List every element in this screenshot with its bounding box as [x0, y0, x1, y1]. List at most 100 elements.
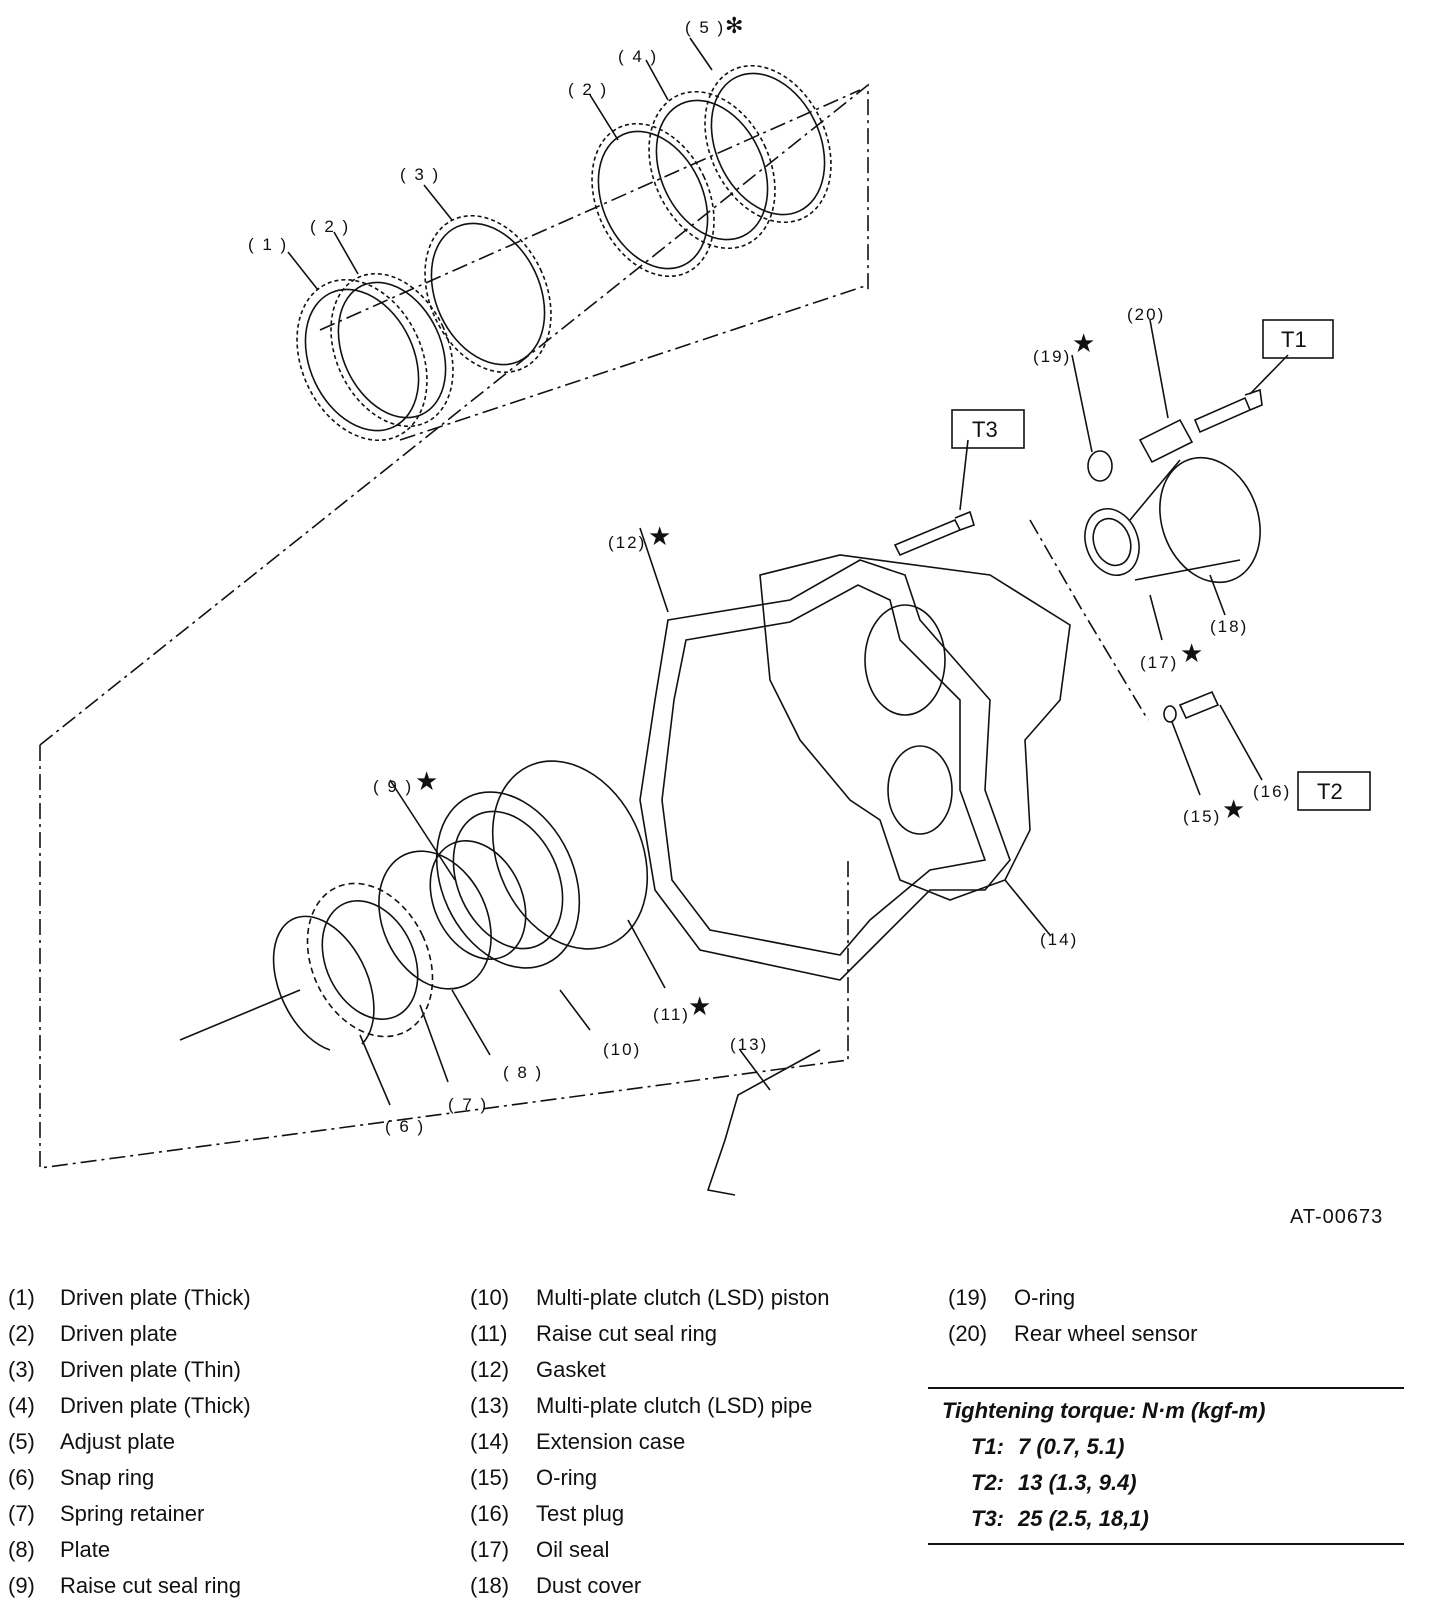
legend-item: (8)Plate — [8, 1532, 251, 1568]
legend-item: (10) Multi-plate clutch (LSD) piston — [470, 1280, 829, 1316]
legend-column-1: (1)Driven plate (Thick) (2)Driven plate … — [8, 1280, 251, 1604]
driven-plate-thick-4 — [648, 90, 776, 250]
axis-line-lower — [399, 284, 869, 441]
torque-box-t1 — [1262, 319, 1334, 359]
legend-item: (15)O-ring — [470, 1460, 829, 1496]
callout-20: (20) — [1127, 305, 1165, 324]
legend-item: (12) Gasket — [470, 1352, 829, 1388]
torque-box-t2 — [1297, 771, 1371, 811]
dust-cover-18 — [1159, 456, 1261, 584]
callout-4: ( 4 ) — [618, 47, 658, 66]
bolt-t3 — [893, 510, 975, 557]
legend-item: (20) Rear wheel sensor — [948, 1316, 1197, 1352]
legend-name: Gasket — [536, 1357, 606, 1382]
star-icon-19: ★ — [1072, 328, 1095, 358]
lsd-pipe-13 — [706, 1049, 821, 1196]
legend-name: Driven plate (Thick) — [60, 1393, 251, 1418]
legend-num: (17) — [470, 1537, 510, 1562]
legend-name: Raise cut seal ring — [536, 1321, 717, 1346]
callout-6: ( 6 ) — [385, 1117, 425, 1136]
legend-name: Multi-plate clutch (LSD) piston — [536, 1285, 830, 1310]
exploded-parts-diagram: ( 1 ) ( 2 ) ( 3 ) ( 2 ) ( 4 ) ( 5 ) ✻ (1… — [39, 13, 1371, 1196]
legend-item: (3)Driven plate (Thin) — [8, 1352, 251, 1388]
legend-column-2: (10) Multi-plate clutch (LSD) piston (11)… — [470, 1280, 829, 1604]
driven-plate-2b — [591, 122, 715, 278]
star-icon-11: ★ — [688, 991, 711, 1021]
torque-box-t3 — [951, 409, 1025, 449]
legend-name: Test plug — [536, 1501, 625, 1526]
legend-num: (10) — [470, 1285, 510, 1310]
callout-2b: ( 2 ) — [568, 80, 608, 99]
callout-14: (14) — [1040, 930, 1078, 949]
legend-name: Dust cover — [536, 1573, 642, 1598]
legend-num: (18) — [470, 1573, 510, 1598]
torque-row-t2: T2:13 (1.3, 9.4) — [928, 1465, 1404, 1501]
legend-item: (11)Raise cut seal ring — [470, 1316, 829, 1352]
legend-num: (3) — [8, 1357, 35, 1382]
callout-3: ( 3 ) — [400, 165, 440, 184]
callout-18: (18) — [1210, 617, 1248, 636]
legend-item: (17) Oil seal — [470, 1532, 829, 1568]
torque-row-t3: T3:25 (2.5, 18,1) — [928, 1501, 1404, 1537]
legend-num: (4) — [8, 1393, 35, 1418]
legend-item: (19)O-ring — [948, 1280, 1197, 1316]
callout-9: ( 9 ) — [373, 777, 413, 796]
callout-16: (16) — [1253, 782, 1291, 801]
callout-10: (10) — [603, 1040, 641, 1059]
o-ring-19 — [1087, 450, 1113, 482]
legend-num: (15) — [470, 1465, 510, 1490]
callout-5: ( 5 ) — [685, 18, 725, 37]
legend-num: (6) — [8, 1465, 35, 1490]
driven-plate-2 — [330, 272, 454, 428]
torque-key: T2: — [971, 1470, 1004, 1495]
legend-name: Rear wheel sensor — [1014, 1321, 1198, 1346]
legend-item: (14)Extension case — [470, 1424, 829, 1460]
callout-17: (17) — [1140, 653, 1178, 672]
legend-name: Driven plate (Thick) — [60, 1285, 251, 1310]
legend-num: (12) — [470, 1357, 510, 1382]
legend-num: (7) — [8, 1501, 35, 1526]
torque-value: 7 (0.7, 5.1) — [1018, 1434, 1125, 1459]
plate-8 — [378, 850, 492, 990]
legend-item: (6)Snap ring — [8, 1460, 251, 1496]
driven-plate-thick-1 — [296, 278, 428, 442]
legend-item: (5)Adjust plate — [8, 1424, 251, 1460]
legend-name: Driven plate — [60, 1321, 178, 1346]
figure-code: AT-00673 — [1290, 1206, 1384, 1228]
seal-ring-11 — [491, 760, 649, 950]
bolt-t1 — [1193, 388, 1263, 434]
legend-item: (18) Dust cover — [470, 1568, 829, 1604]
legend-name: Multi-plate clutch (LSD) pipe — [536, 1393, 813, 1418]
legend-num: (1) — [8, 1285, 35, 1310]
legend-num: (20) — [948, 1321, 988, 1346]
torque-box-t1-label: T1 — [1281, 327, 1307, 352]
o-ring-15 — [1163, 705, 1177, 723]
legend-num: (13) — [470, 1393, 510, 1418]
torque-table: Tightening torque: N·m (kgf-m) T1:7 (0.7… — [928, 1387, 1404, 1545]
legend-item: (1) Driven plate (Thick) — [8, 1280, 251, 1316]
adjust-plate-5 — [704, 64, 832, 224]
test-plug-16 — [1178, 690, 1220, 720]
axis-line — [319, 89, 861, 331]
legend-item: (13) Multi-plate clutch (LSD) pipe — [470, 1388, 829, 1424]
legend-num: (16) — [470, 1501, 510, 1526]
callout-13: (13) — [730, 1035, 768, 1054]
driven-plate-thin-3 — [424, 214, 552, 374]
callout-12: (12) — [608, 533, 646, 552]
legend-name: Extension case — [536, 1429, 686, 1454]
legend-num: (8) — [8, 1537, 35, 1562]
torque-box-t3-label: T3 — [972, 417, 998, 442]
snap-ring-6 — [272, 915, 375, 1051]
legend-name: Oil seal — [536, 1537, 610, 1562]
star-icon-9: ★ — [415, 766, 438, 796]
legend-item: (7)Spring retainer — [8, 1496, 251, 1532]
callout-19: (19) — [1033, 347, 1071, 366]
torque-title: Tightening torque: N·m (kgf-m) — [942, 1398, 1266, 1423]
callout-2a: ( 2 ) — [310, 217, 350, 236]
legend-item: (4) Driven plate (Thick) — [8, 1388, 251, 1424]
callout-11: (11) — [653, 1005, 690, 1024]
seal-ring-9 — [429, 840, 527, 960]
oil-seal-17 — [1084, 508, 1140, 576]
callout-1: ( 1 ) — [248, 235, 288, 254]
assembly-outline — [39, 83, 869, 1169]
